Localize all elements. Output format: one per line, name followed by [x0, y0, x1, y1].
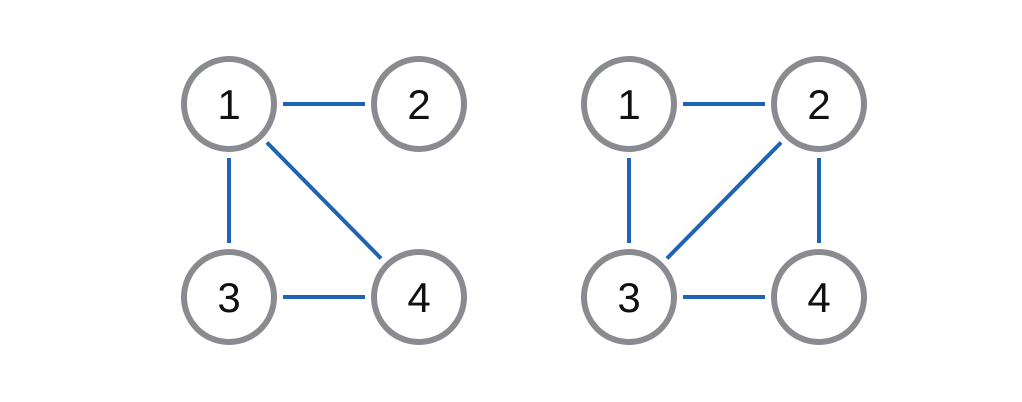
node-label: 1: [217, 81, 240, 128]
graph-right: 1 2 3 4: [581, 56, 867, 345]
node-circle: [581, 56, 677, 152]
left-node-1: 1: [181, 56, 277, 152]
right-node-4: 4: [771, 249, 867, 345]
node-circle: [581, 249, 677, 345]
left-node-4: 4: [371, 249, 467, 345]
node-circle: [371, 249, 467, 345]
node-label: 1: [617, 81, 640, 128]
node-label: 3: [617, 274, 640, 321]
node-circle: [771, 56, 867, 152]
node-label: 4: [807, 274, 830, 321]
node-circle: [371, 56, 467, 152]
node-circle: [181, 249, 277, 345]
graph-left: 1 2 3 4: [181, 56, 467, 345]
left-node-3: 3: [181, 249, 277, 345]
node-label: 3: [217, 274, 240, 321]
right-node-3: 3: [581, 249, 677, 345]
node-label: 2: [807, 81, 830, 128]
left-node-2: 2: [371, 56, 467, 152]
node-circle: [181, 56, 277, 152]
node-circle: [771, 249, 867, 345]
node-label: 2: [407, 81, 430, 128]
node-label: 4: [407, 274, 430, 321]
right-node-2: 2: [771, 56, 867, 152]
right-edge-2-3: [665, 141, 783, 260]
left-edge-1-4: [265, 141, 383, 260]
right-node-1: 1: [581, 56, 677, 152]
